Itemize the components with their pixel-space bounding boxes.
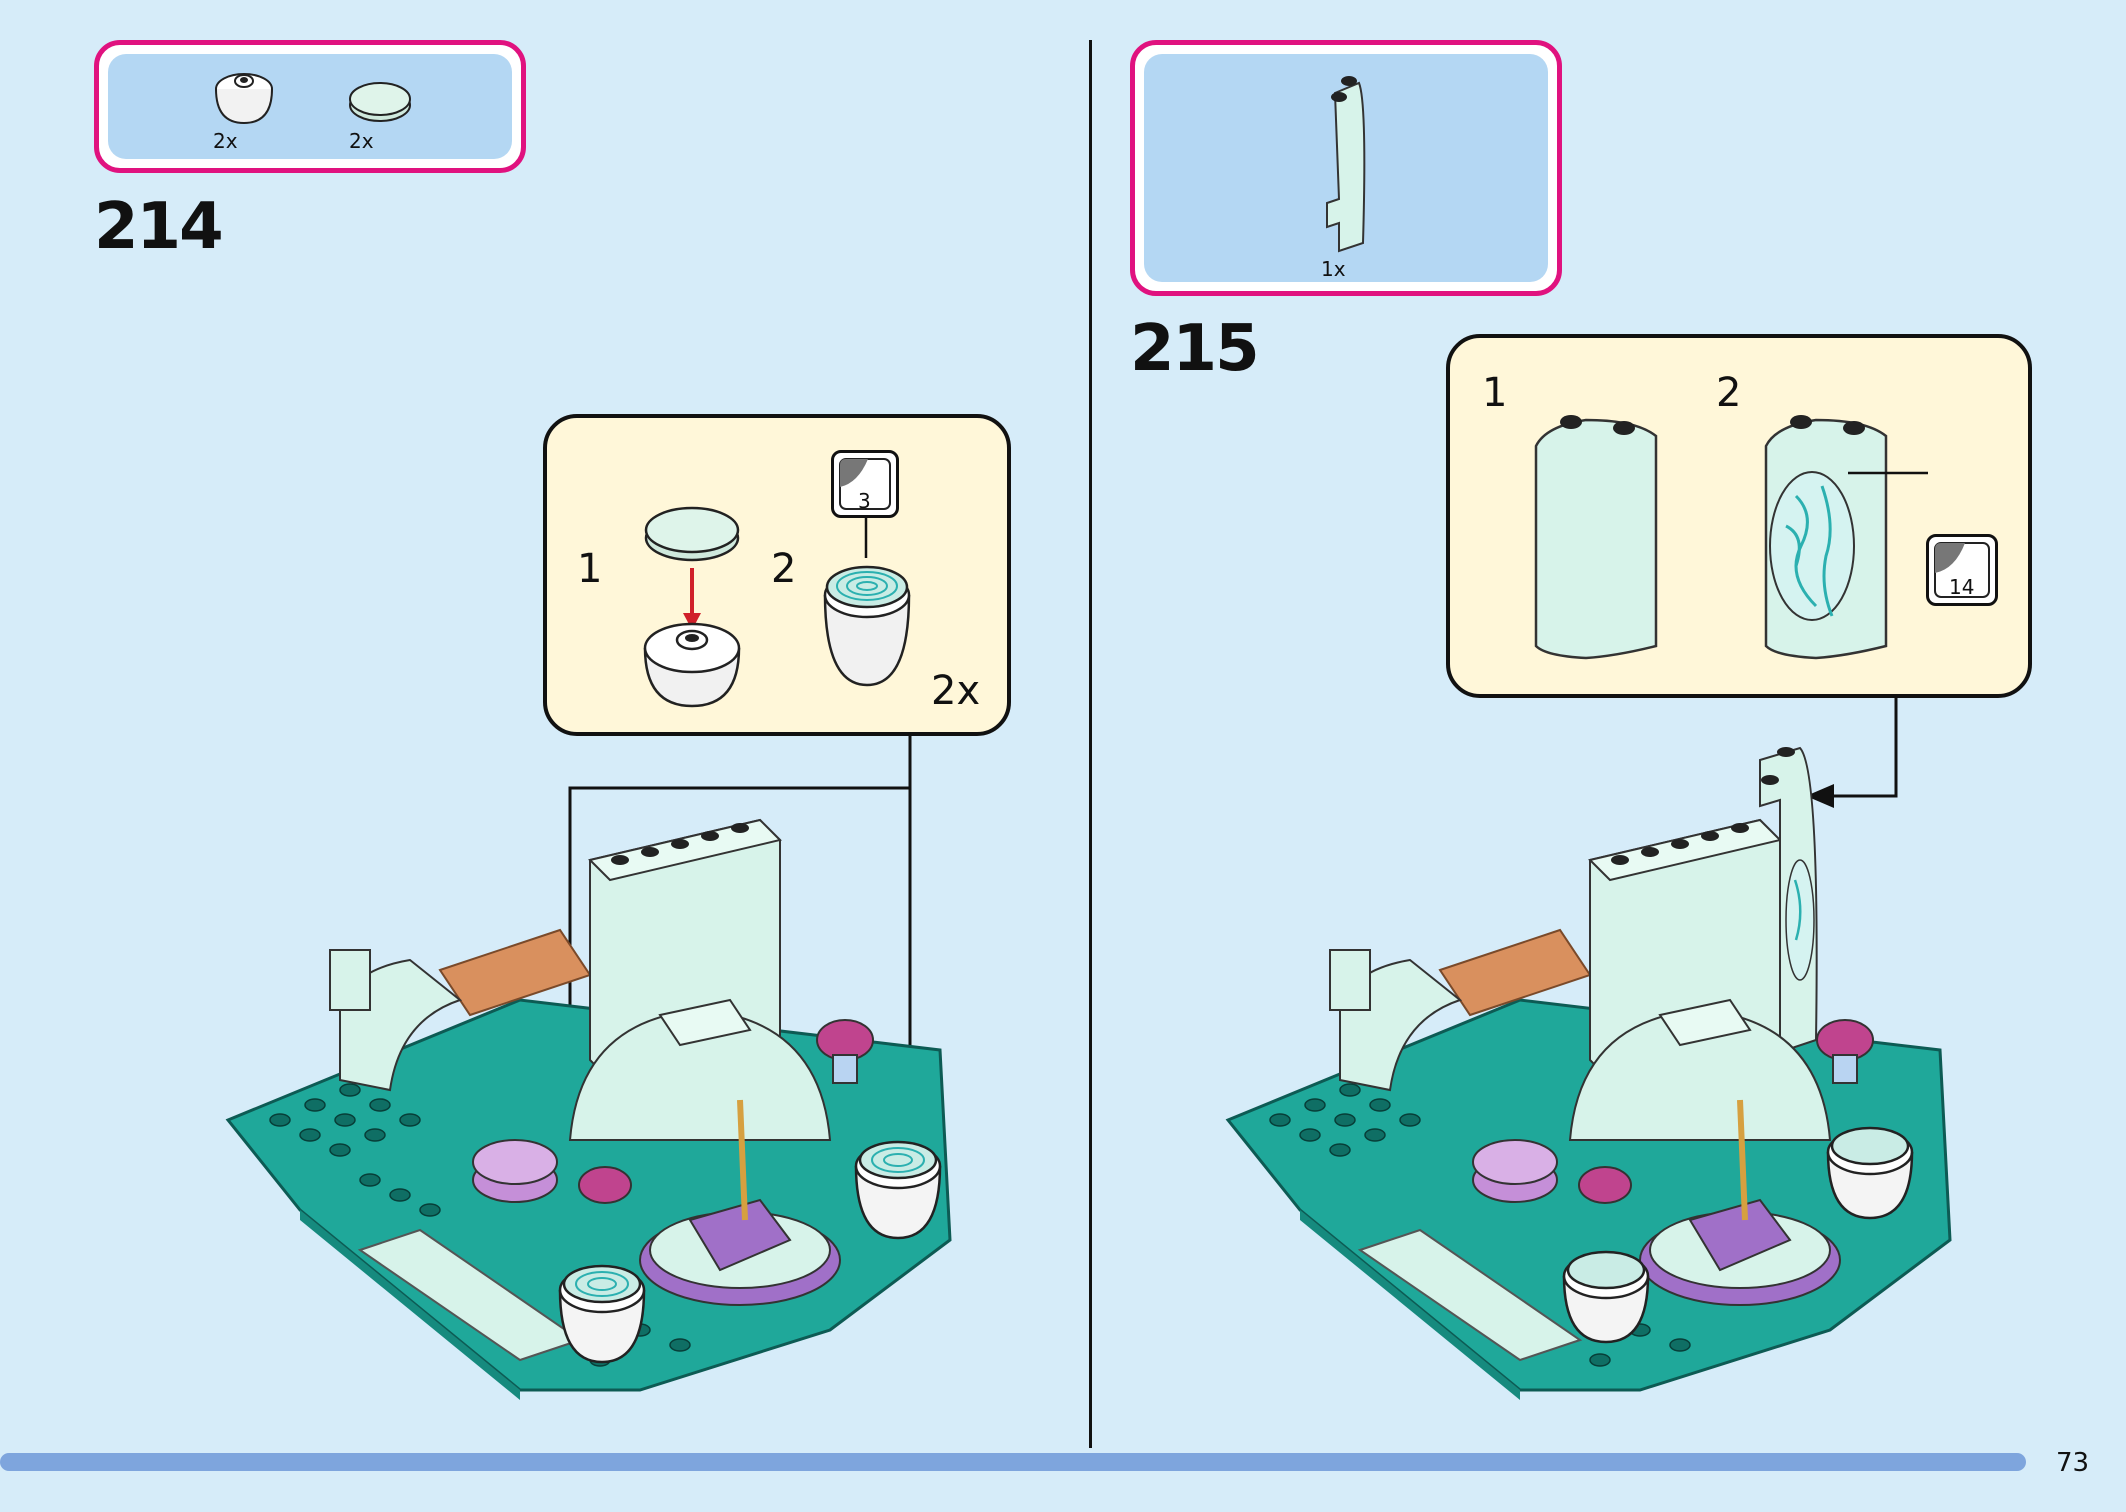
part-qty-mint-tile: 2x	[349, 129, 374, 153]
white-round-brick-icon	[215, 73, 273, 125]
sub-step-2-label-right: 2	[1716, 370, 1742, 416]
sub-assembly-callout-right: 1 2 14	[1446, 334, 2032, 698]
page-footer-bar	[0, 1453, 2026, 1471]
sticker-page-icon	[839, 458, 891, 510]
mint-curved-panel-icon	[1326, 76, 1366, 253]
parts-list-box-right: 1x	[1130, 40, 1562, 296]
sticker-ref-14: 14	[1926, 534, 1998, 606]
sticker-page-icon-right	[1934, 542, 1990, 598]
placed-round-brick-front	[558, 1264, 646, 1364]
sub-step-2-panel-illustration	[1764, 415, 1888, 660]
sticker-leader-line	[864, 518, 868, 558]
callout-arrow-right	[1806, 698, 1898, 808]
model-illustration-214	[225, 818, 952, 1400]
model-illustration-215	[1225, 746, 1952, 1400]
step-number-215: 215	[1130, 312, 1260, 386]
step-number-214: 214	[94, 190, 224, 264]
mint-round-tile-icon	[349, 82, 411, 122]
sub-step-1-label-right: 1	[1482, 370, 1508, 416]
part-qty-white-brick: 2x	[213, 129, 238, 153]
sticker-number-14: 14	[1949, 575, 1975, 599]
placed-round-brick-right	[854, 1140, 942, 1240]
sub-assembly-multiplier: 2x	[931, 668, 981, 714]
sub-step-1-panel-illustration	[1534, 415, 1658, 660]
sticker-number-3: 3	[858, 489, 871, 513]
page-divider	[1089, 40, 1092, 1448]
sticker-ref-3: 3	[831, 450, 899, 518]
sub-step-2-label: 2	[771, 546, 797, 592]
sub-assembly-callout-left: 1 2 3 2x	[543, 414, 1011, 736]
parts-list-box-left: 2x 2x	[94, 40, 526, 173]
sub-step-1-illustration	[643, 506, 741, 708]
sticker-leader-line-right	[1848, 471, 1928, 475]
page-number: 73	[2056, 1448, 2090, 1478]
sub-step-1-label: 1	[577, 546, 603, 592]
part-qty-mint-panel: 1x	[1321, 257, 1346, 281]
sub-step-2-illustration	[823, 565, 911, 687]
